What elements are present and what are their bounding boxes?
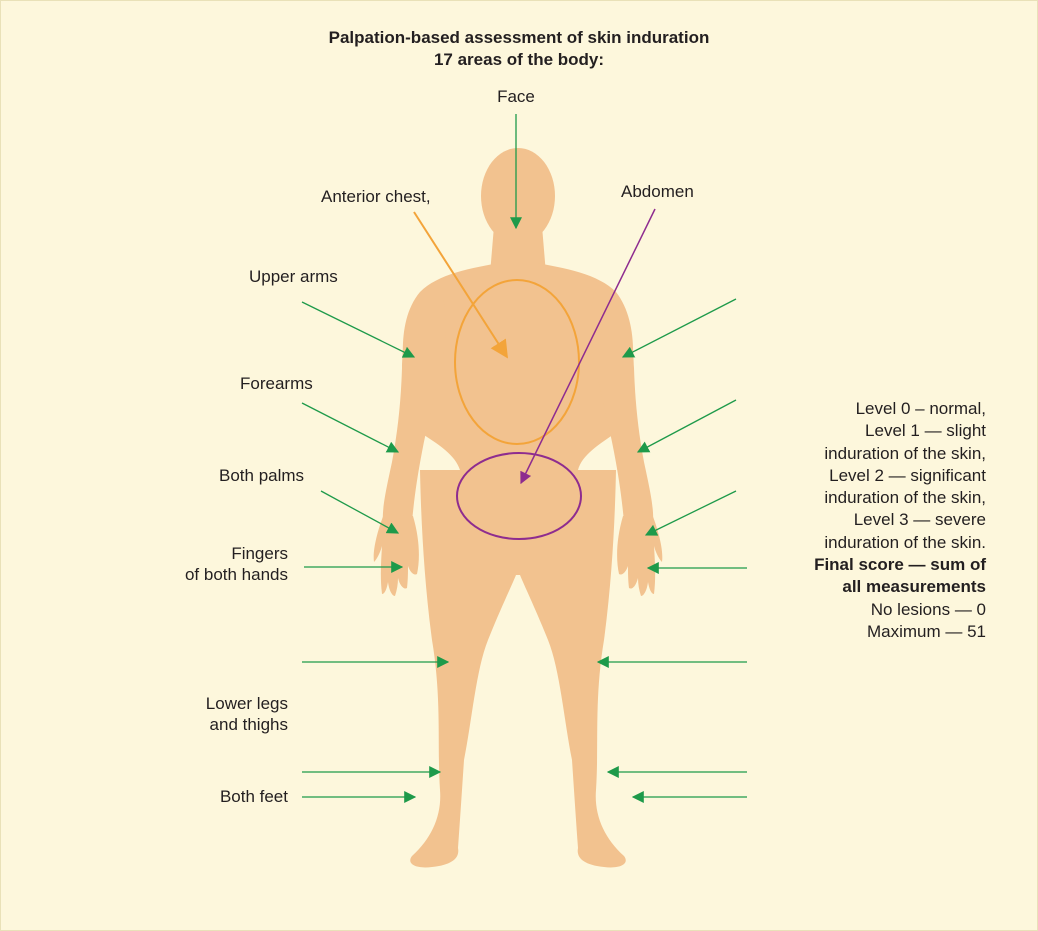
legend-line-6: induration of the skin.	[640, 532, 986, 554]
label-lower-legs: Lower legs and thighs	[150, 693, 288, 735]
legend-line-1: Level 1 — slight	[640, 420, 986, 442]
final-score-line-1: Final score — sum of	[640, 554, 986, 576]
label-upper-arms: Upper arms	[249, 266, 338, 287]
diagram-title: Palpation-based assessment of skin indur…	[219, 27, 819, 71]
maximum-line: Maximum — 51	[640, 621, 986, 643]
legend-line-3: Level 2 — significant	[640, 465, 986, 487]
label-legs-line-1: Lower legs	[150, 693, 288, 714]
label-fingers-line-1: Fingers	[140, 543, 288, 564]
scoring-legend: Level 0 – normal, Level 1 — slight indur…	[640, 398, 986, 643]
no-lesions-line: No lesions — 0	[640, 599, 986, 621]
upper-arm-left-arrow	[302, 302, 414, 357]
title-line-1: Palpation-based assessment of skin indur…	[219, 27, 819, 49]
label-legs-line-2: and thighs	[150, 714, 288, 735]
forearm-left-arrow	[302, 403, 398, 452]
label-abdomen: Abdomen	[621, 181, 694, 202]
legend-line-5: Level 3 — severe	[640, 509, 986, 531]
upper-arm-right-arrow	[623, 299, 736, 357]
label-forearms: Forearms	[240, 373, 313, 394]
legend-line-2: induration of the skin,	[640, 443, 986, 465]
label-anterior-chest: Anterior chest,	[321, 186, 431, 207]
legend-line-0: Level 0 – normal,	[640, 398, 986, 420]
label-fingers-line-2: of both hands	[140, 564, 288, 585]
title-line-2: 17 areas of the body:	[219, 49, 819, 71]
left-hand-shape	[374, 514, 419, 596]
label-fingers: Fingers of both hands	[140, 543, 288, 585]
legend-line-4: induration of the skin,	[640, 487, 986, 509]
label-both-palms: Both palms	[219, 465, 304, 486]
final-score-line-2: all measurements	[640, 576, 986, 598]
label-face: Face	[476, 86, 556, 107]
label-both-feet: Both feet	[150, 786, 288, 807]
human-silhouette	[374, 148, 663, 867]
legs-shape	[410, 470, 626, 867]
